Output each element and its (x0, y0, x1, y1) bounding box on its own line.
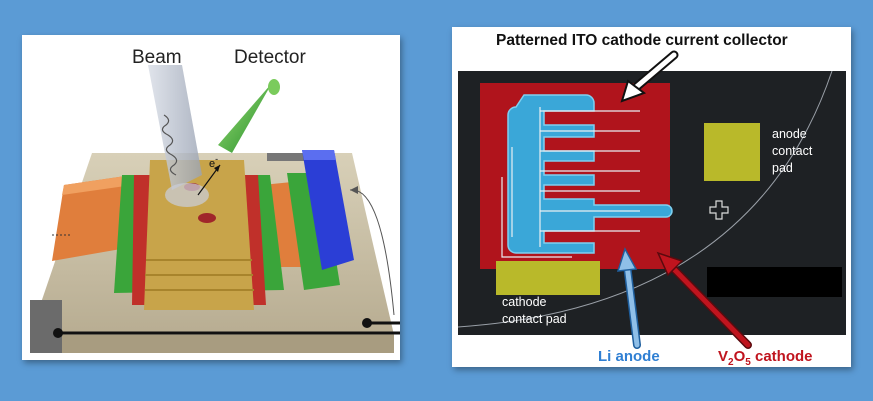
detector-label: Detector (234, 47, 306, 68)
v2o5-cathode-label: V2O5 cathode (718, 348, 813, 367)
substrate-arc (457, 70, 833, 328)
li-anode-arrow (616, 247, 641, 349)
device-topview: anode contact pad cathode contact pad Pa… (457, 32, 846, 367)
gold-stack (144, 160, 254, 310)
blue-electrode (302, 150, 354, 270)
v2o5-cathode-arrow (656, 251, 752, 349)
electron-label: e (209, 158, 215, 170)
circuit-wire (52, 186, 400, 338)
svg-text:anode contact pad: anode contact pad (772, 127, 816, 175)
ito-title-label: Patterned ITO cathode current collector (496, 32, 788, 49)
anode-pad-label-line1: anode (772, 127, 807, 141)
anode-pad-label-line3: pad (772, 161, 793, 175)
cathode-pad-label-line1: cathode (502, 295, 547, 309)
li-anode-region (501, 94, 673, 258)
ito-pointer-arrow (620, 50, 679, 103)
cathode-pad-label-line2: contact pad (502, 312, 567, 326)
anode-pad-label-line2: contact (772, 144, 813, 158)
alignment-cross-icon (709, 200, 729, 220)
beam-label: Beam (132, 47, 182, 68)
svg-text:cathode contact pad: cathode contact pad (502, 295, 567, 326)
device-illustration-panel: Beam Detector e- (22, 35, 400, 360)
device-illustration: Beam Detector e- (30, 47, 400, 353)
electron-charge: - (215, 154, 218, 164)
beam-cone (148, 65, 209, 207)
device-topview-panel: anode contact pad cathode contact pad Pa… (452, 27, 851, 367)
li-anode-label: Li anode (598, 348, 660, 365)
cathode-contact-pad (496, 261, 600, 295)
svg-text:e-: e- (209, 154, 218, 170)
redaction-block (707, 267, 842, 297)
anode-contact-pad (704, 123, 760, 181)
electron-path (197, 164, 221, 196)
detector-cone (218, 79, 280, 153)
